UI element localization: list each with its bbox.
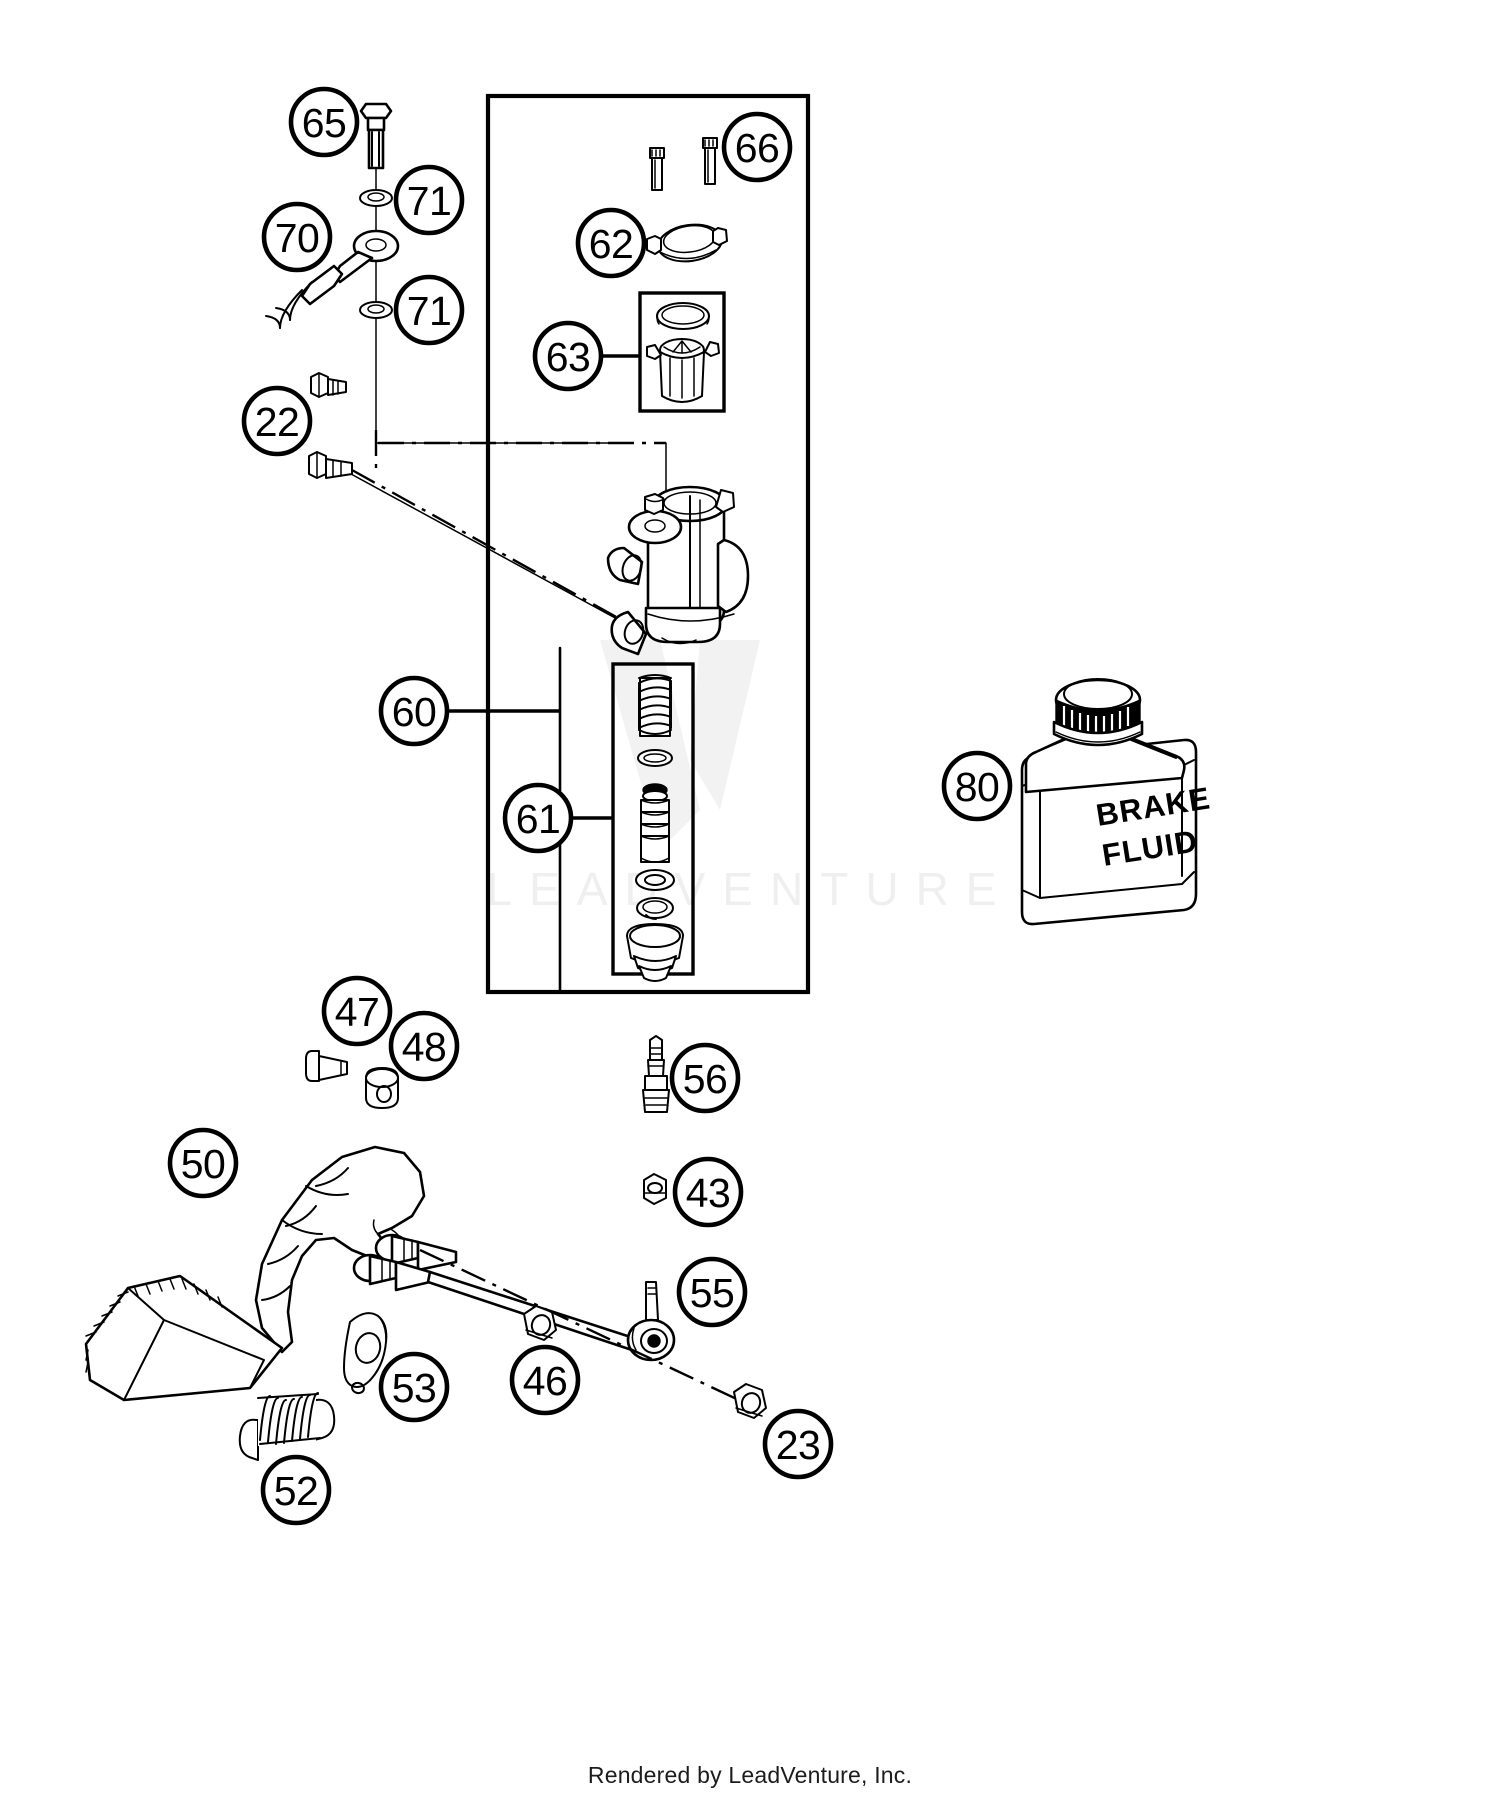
callout-number: 56 bbox=[683, 1056, 728, 1102]
part-62-reservoir-cap bbox=[646, 223, 728, 263]
part-71-sealing-ring-lower bbox=[359, 301, 393, 319]
callout-61-master-cylinder-repair-kit[interactable]: 61 bbox=[502, 782, 574, 854]
callout-62-reservoir-cap[interactable]: 62 bbox=[575, 207, 647, 279]
part-56-push-rod bbox=[642, 1035, 670, 1113]
callout-circle bbox=[721, 111, 793, 183]
callout-circle bbox=[669, 1042, 741, 1114]
callout-number: 62 bbox=[589, 221, 634, 267]
part-48-bushing bbox=[365, 1067, 399, 1109]
callout-48-bushing[interactable]: 48 bbox=[388, 1010, 460, 1082]
group-box-membrane-kit bbox=[638, 291, 726, 413]
callout-number: 71 bbox=[407, 178, 452, 224]
part-47-pivot-bolt bbox=[305, 1050, 348, 1082]
assembly-center-lines bbox=[339, 149, 667, 626]
callout-circle bbox=[378, 675, 450, 747]
part-65-banjo-bolt bbox=[359, 102, 393, 170]
callout-number: 66 bbox=[735, 125, 780, 171]
part-66-socket-head-screws bbox=[649, 137, 718, 191]
callout-number: 71 bbox=[407, 288, 452, 334]
callout-53-retaining-plate[interactable]: 53 bbox=[378, 1351, 450, 1423]
part-23-nut bbox=[733, 1383, 767, 1419]
callout-circle bbox=[762, 1408, 834, 1480]
callout-number: 46 bbox=[523, 1358, 568, 1404]
callout-circle bbox=[532, 320, 604, 392]
callout-number: 22 bbox=[255, 399, 300, 445]
callout-number: 61 bbox=[516, 796, 561, 842]
part-52-return-spring bbox=[238, 1392, 336, 1461]
group-box-master-cylinder bbox=[485, 93, 811, 995]
callout-circle bbox=[941, 750, 1013, 822]
callout-number: 55 bbox=[690, 1270, 735, 1316]
part-80-brake-fluid-can: BRAKE FLUID bbox=[1020, 678, 1213, 926]
callout-60-rear-brake-master-cylinder[interactable]: 60 bbox=[378, 675, 450, 747]
callout-circle bbox=[509, 1344, 581, 1416]
callout-71-sealing-ring-lower[interactable]: 71 bbox=[393, 274, 465, 346]
callout-number: 47 bbox=[335, 989, 380, 1035]
callout-65-screw-banjo-bolt[interactable]: 65 bbox=[288, 86, 360, 158]
callout-56-push-rod[interactable]: 56 bbox=[669, 1042, 741, 1114]
kit-rubber-boot bbox=[626, 923, 684, 982]
part-22-flange-bolt-lower bbox=[308, 451, 353, 479]
part-46-hex-nut bbox=[523, 1305, 557, 1341]
callout-22-hex-flange-bolt[interactable]: 22 bbox=[241, 385, 313, 457]
callout-number: 80 bbox=[955, 764, 1000, 810]
kit-washer bbox=[635, 869, 675, 891]
part-60-master-cylinder bbox=[606, 485, 750, 656]
callout-circle bbox=[260, 1454, 332, 1526]
part-43-lock-nut bbox=[643, 1173, 667, 1205]
callout-circle bbox=[502, 782, 574, 854]
callout-43-lock-nut[interactable]: 43 bbox=[672, 1156, 744, 1228]
rod-center-line bbox=[419, 1248, 761, 1412]
callout-circle bbox=[393, 274, 465, 346]
part-61-repair-kit-contents bbox=[626, 674, 684, 982]
callout-80-brake-fluid-can[interactable]: 80 bbox=[941, 750, 1013, 822]
callout-number: 63 bbox=[546, 334, 591, 380]
callout-circle bbox=[378, 1351, 450, 1423]
part-70-brake-line bbox=[265, 229, 400, 329]
watermark-leadventure: LEADVENTURE bbox=[487, 640, 1014, 915]
part-55-clevis-pin bbox=[626, 1281, 676, 1362]
kit-piston bbox=[640, 783, 670, 863]
kit-spring bbox=[638, 674, 672, 737]
callout-number: 53 bbox=[392, 1365, 437, 1411]
callout-number: 43 bbox=[686, 1170, 731, 1216]
callout-number: 70 bbox=[275, 215, 320, 261]
callout-circle bbox=[672, 1156, 744, 1228]
callout-circle bbox=[388, 1010, 460, 1082]
kit-o-ring-top bbox=[637, 749, 673, 767]
callout-52-return-spring[interactable]: 52 bbox=[260, 1454, 332, 1526]
callout-circle bbox=[288, 86, 360, 158]
callout-46-hex-nut[interactable]: 46 bbox=[509, 1344, 581, 1416]
kit-circlip bbox=[636, 897, 674, 920]
callout-number: 65 bbox=[302, 100, 347, 146]
callout-70-brake-line-banjo-fitting[interactable]: 70 bbox=[261, 201, 333, 273]
svg-text:LEADVENTURE: LEADVENTURE bbox=[487, 863, 1014, 915]
callout-63-reservoir-membrane-kit[interactable]: 63 bbox=[532, 320, 604, 392]
callout-circle bbox=[676, 1256, 748, 1328]
part-71-sealing-ring-upper bbox=[359, 189, 393, 207]
callout-number: 48 bbox=[402, 1024, 447, 1070]
callout-circle bbox=[393, 164, 465, 236]
callout-number: 52 bbox=[274, 1468, 319, 1514]
callout-circle bbox=[321, 975, 393, 1047]
callout-number: 60 bbox=[392, 689, 437, 735]
callout-circle bbox=[241, 385, 313, 457]
callout-number: 50 bbox=[181, 1141, 226, 1187]
part-63-membrane-kit bbox=[646, 302, 720, 403]
callout-number: 23 bbox=[776, 1422, 821, 1468]
callout-bubbles: 65 66 71 70 62 71 63 22 60 61 80 47 48 56 50 43 55 46 53 23… bbox=[167, 86, 1013, 1526]
callout-circle bbox=[167, 1127, 239, 1199]
callout-55-clevis-pin[interactable]: 55 bbox=[676, 1256, 748, 1328]
callout-23-nut[interactable]: 23 bbox=[762, 1408, 834, 1480]
callout-71-sealing-ring-upper[interactable]: 71 bbox=[393, 164, 465, 236]
callout-47-pivot-bolt[interactable]: 47 bbox=[321, 975, 393, 1047]
callout-50-brake-pedal[interactable]: 50 bbox=[167, 1127, 239, 1199]
footer-credit: Rendered by LeadVenture, Inc. bbox=[587, 1762, 913, 1788]
callout-66-socket-head-screw[interactable]: 66 bbox=[721, 111, 793, 183]
part-53-retaining-plate bbox=[343, 1312, 388, 1395]
callout-circle bbox=[575, 207, 647, 279]
callout-circle bbox=[261, 201, 333, 273]
part-22-flange-bolt-upper bbox=[310, 372, 347, 398]
